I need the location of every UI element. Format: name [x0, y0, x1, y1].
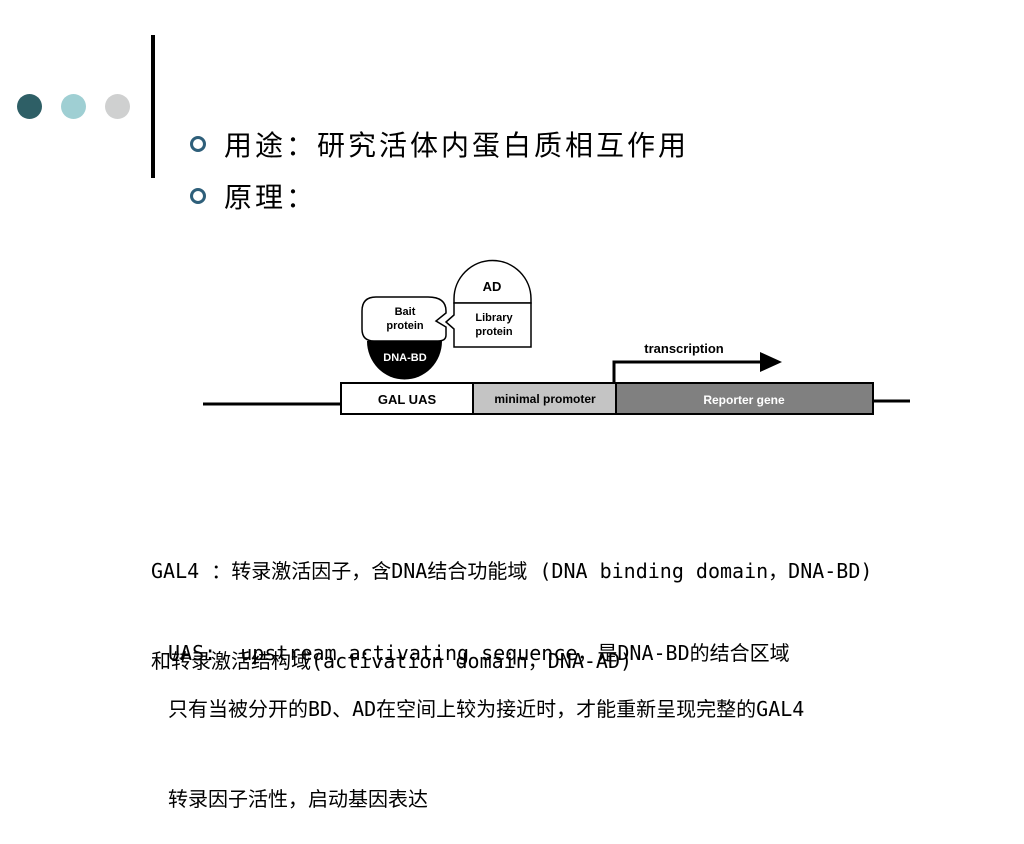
bullet-text-principle: 原理：	[224, 181, 318, 214]
bullet-ring-icon	[190, 188, 206, 204]
decor-dot-teal	[61, 94, 86, 119]
decor-dot-gray	[105, 94, 130, 119]
bait-protein-label-line2: protein	[386, 320, 424, 332]
library-protein	[444, 302, 532, 348]
bd-ad-note: 只有当被分开的BD、AD在空间上较为接近时，才能重新呈现完整的GAL4 转录因子…	[168, 634, 804, 844]
dna-bd-label: DNA-BD	[383, 352, 426, 364]
transcription-arrow-head	[760, 352, 782, 372]
ad-domain	[453, 259, 532, 304]
yeast-two-hybrid-diagram: GAL UAS minimal promoter Reporter gene t…	[203, 259, 910, 415]
gal4-note: GAL4 ：转录激活因子，含DNA结合功能域 (DNA binding doma…	[151, 496, 872, 706]
bullet-list: 用途：研究活体内蛋白质相互作用 原理：	[190, 118, 689, 222]
decor-dot-dark	[17, 94, 42, 119]
uas-note: UAS: upstream activating sequence，是DNA-B…	[168, 578, 790, 698]
uas-note-line: UAS: upstream activating sequence，是DNA-B…	[168, 641, 790, 665]
bait-protein-label-line1: Bait	[395, 306, 416, 318]
library-protein-label-line2: protein	[475, 326, 513, 338]
gal4-note-line2: 和转录激活结构域(activation domain，DNA-AD)	[151, 649, 633, 673]
bait-protein	[361, 296, 447, 342]
ad-label: AD	[483, 279, 502, 294]
gal4-note-line1: GAL4 ：转录激活因子，含DNA结合功能域 (DNA binding doma…	[151, 559, 873, 583]
bullet-item-principle: 原理：	[190, 170, 689, 222]
minimal-promoter-label: minimal promoter	[494, 392, 596, 406]
bullet-item-purpose: 用途：研究活体内蛋白质相互作用	[190, 118, 689, 170]
gal-uas-label: GAL UAS	[378, 392, 437, 407]
title-divider-bar	[151, 35, 155, 178]
bd-ad-note-line2: 转录因子活性，启动基因表达	[168, 787, 428, 811]
bd-ad-note-line1: 只有当被分开的BD、AD在空间上较为接近时，才能重新呈现完整的GAL4	[168, 697, 805, 721]
reporter-gene-label: Reporter gene	[703, 393, 785, 407]
dna-bd-domain	[367, 341, 442, 380]
transcription-label: transcription	[644, 341, 724, 356]
bullet-ring-icon	[190, 136, 206, 152]
transcription-arrow	[612, 360, 760, 383]
library-protein-label-line1: Library	[475, 312, 513, 324]
bullet-text-purpose: 用途：研究活体内蛋白质相互作用	[224, 129, 690, 162]
reporter-gene-box	[615, 382, 874, 415]
